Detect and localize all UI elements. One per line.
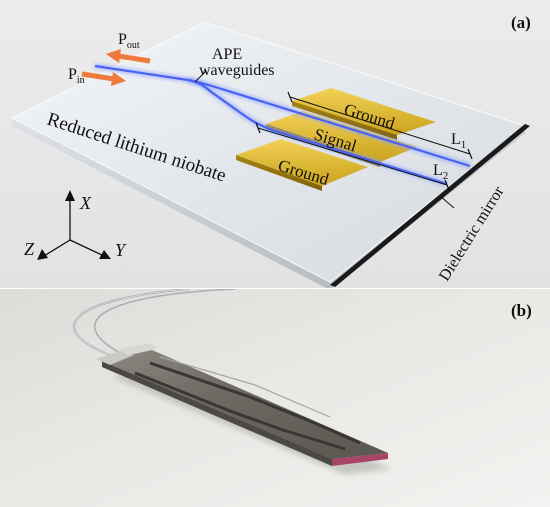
ground-electrode-bottom bbox=[236, 139, 368, 191]
ground-electrode-top bbox=[292, 88, 436, 140]
axis-z-label: Z bbox=[24, 239, 35, 259]
axis-x-label: X bbox=[79, 193, 92, 213]
ape-label: APE bbox=[212, 46, 242, 63]
optical-fibers bbox=[73, 289, 236, 358]
ape-leader-line bbox=[194, 70, 207, 83]
mirror-leader-line bbox=[439, 195, 455, 209]
dielectric-mirror bbox=[330, 124, 530, 287]
panel-b-label: (b) bbox=[511, 301, 532, 320]
l2-dimension bbox=[255, 122, 450, 191]
p-in-arrow bbox=[81, 71, 126, 86]
p-in-label: Pin bbox=[68, 66, 85, 86]
waveguides-label: waveguides bbox=[199, 62, 275, 79]
l1-label: L1 bbox=[451, 131, 466, 151]
coordinate-axes bbox=[37, 190, 111, 260]
axis-y-label: Y bbox=[115, 240, 127, 260]
l1-dimension bbox=[287, 91, 473, 160]
device-photo: (b) bbox=[0, 289, 550, 507]
p-out-label: Pout bbox=[118, 31, 140, 51]
packaged-chip bbox=[96, 343, 388, 466]
panel-b-background bbox=[0, 289, 550, 507]
device-schematic: Ground Signal Ground L1 L2 Pout Pin APE … bbox=[0, 0, 550, 288]
p-out-arrow bbox=[106, 49, 151, 64]
l2-label: L2 bbox=[433, 162, 448, 182]
panel-a-label: (a) bbox=[511, 13, 531, 32]
ape-waveguides bbox=[94, 63, 471, 187]
